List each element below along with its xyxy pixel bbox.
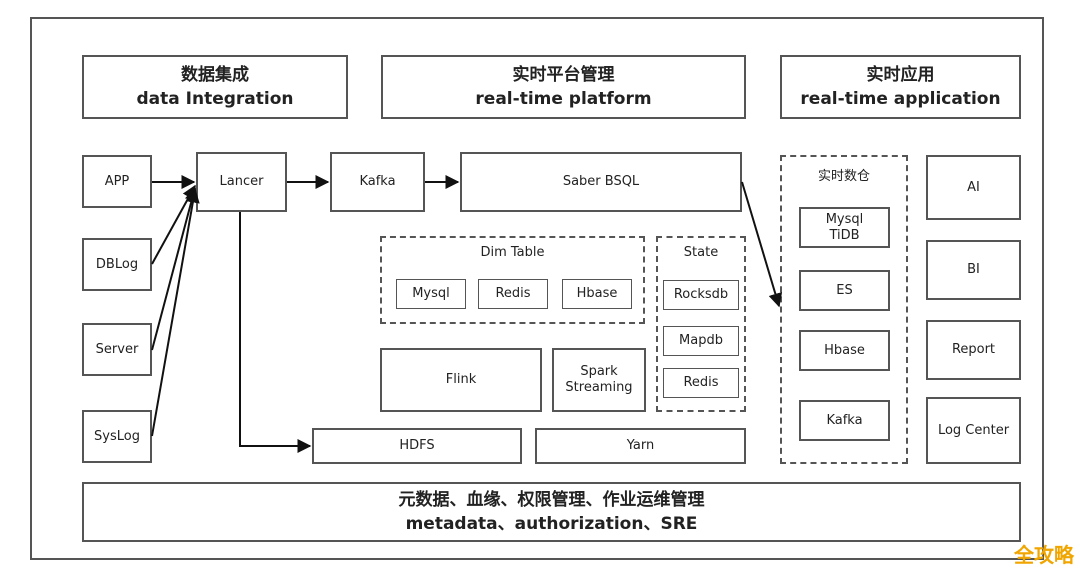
state-mapdb: Mapdb [663,326,739,356]
arrow-lancer-to-hdfs [239,212,312,453]
spark-line1: Spark [580,364,618,379]
header-data-integration: 数据集成 data Integration [82,55,348,119]
source-syslog: SysLog [82,410,152,463]
saber-bsql-node: Saber BSQL [460,152,742,212]
header-realtime-application-zh: 实时应用 [866,65,935,85]
header-data-integration-en: data Integration [136,89,294,109]
flink-node: Flink [380,348,542,412]
app-report: Report [926,320,1021,380]
state-group: State [656,236,746,412]
hdfs-node: HDFS [312,428,522,464]
header-realtime-application-en: real-time application [800,89,1001,109]
warehouse-mysql-line1: Mysql [825,211,864,227]
app-log-center: Log Center [926,397,1021,464]
spark-line2: Streaming [565,380,633,395]
kafka-node: Kafka [330,152,425,212]
app-bi: BI [926,240,1021,300]
arrow-saber-to-warehouse [741,181,783,308]
source-app: APP [82,155,152,208]
state-redis: Redis [663,368,739,398]
state-title: State [683,245,719,260]
header-realtime-application: 实时应用 real-time application [780,55,1021,119]
header-data-integration-zh: 数据集成 [181,65,249,85]
dim-table-title: Dim Table [480,245,545,260]
realtime-warehouse-title: 实时数仓 [817,169,870,184]
warehouse-mysql-tidb: Mysql TiDB [799,207,890,248]
source-dblog: DBLog [82,238,152,291]
lancer-node: Lancer [196,152,287,212]
arrow-syslog-to-lancer [151,188,200,437]
footer-zh: 元数据、血缘、权限管理、作业运维管理 [398,490,705,510]
state-rocksdb: Rocksdb [663,280,739,310]
app-ai: AI [926,155,1021,220]
header-realtime-platform-zh: 实时平台管理 [512,65,615,85]
dim-table-group: Dim Table [380,236,645,324]
footer-management-bar: 元数据、血缘、权限管理、作业运维管理 metadata、authorizatio… [82,482,1021,542]
warehouse-es: ES [799,270,890,311]
watermark-logo: 全攻略 [1014,543,1074,567]
header-realtime-platform-en: real-time platform [475,89,652,109]
dim-table-hbase: Hbase [562,279,632,309]
warehouse-kafka: Kafka [799,400,890,441]
footer-en: metadata、authorization、SRE [405,514,698,534]
arrow-server-to-lancer [151,186,199,351]
spark-streaming-node: Spark Streaming [552,348,646,412]
source-server: Server [82,323,152,376]
realtime-warehouse-group: 实时数仓 [780,155,908,464]
dim-table-redis: Redis [478,279,548,309]
dim-table-mysql: Mysql [396,279,466,309]
yarn-node: Yarn [535,428,746,464]
warehouse-hbase: Hbase [799,330,890,371]
warehouse-mysql-line2: TiDB [829,227,860,243]
header-realtime-platform: 实时平台管理 real-time platform [381,55,746,119]
